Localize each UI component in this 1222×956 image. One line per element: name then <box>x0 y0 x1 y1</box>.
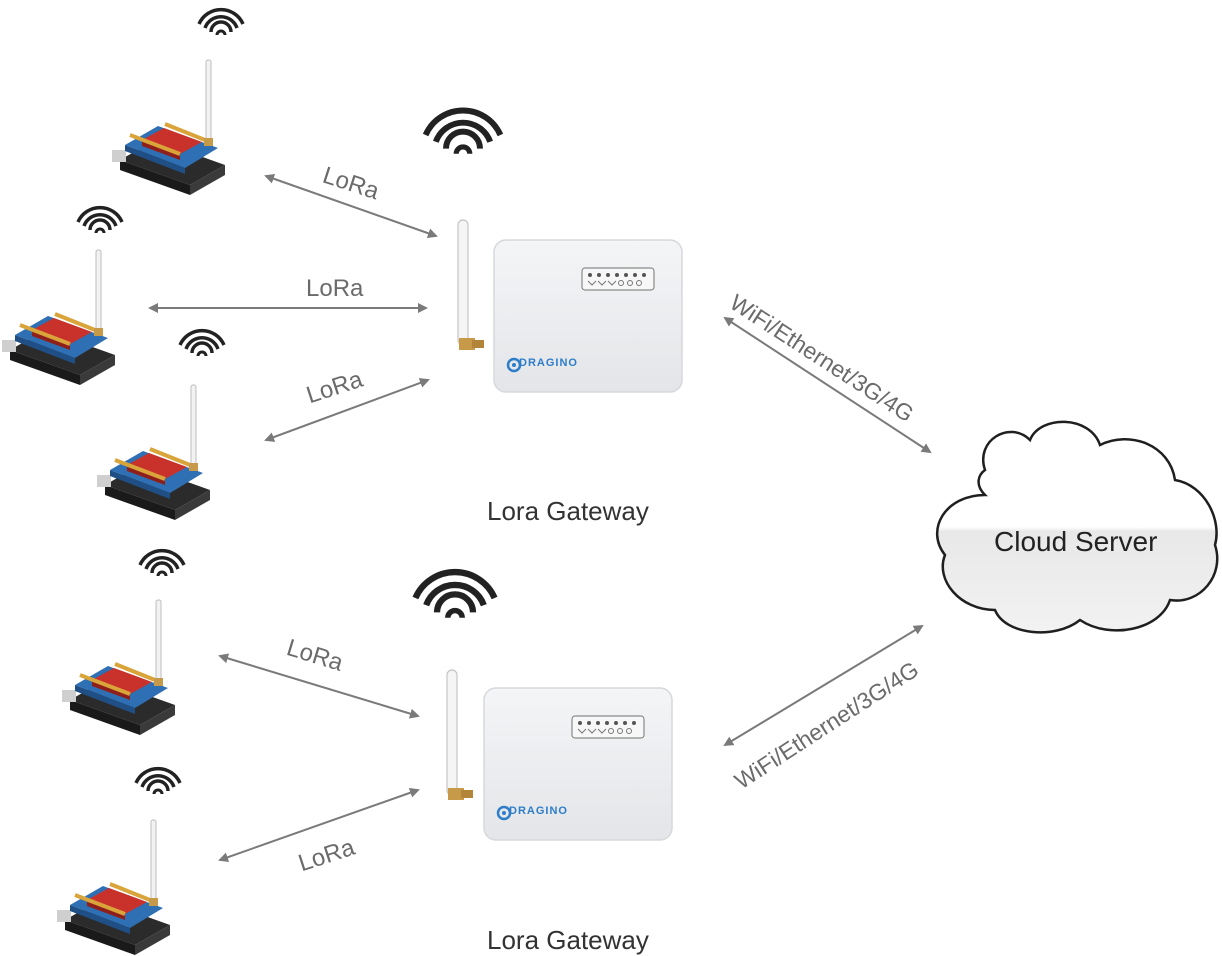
wifi-icon <box>197 7 245 37</box>
lora-link-3 <box>264 378 430 442</box>
wifi-icon <box>134 766 182 796</box>
lora-link-1 <box>264 173 438 239</box>
backhaul-link-1 <box>723 316 932 454</box>
cloud-server <box>935 420 1219 634</box>
wifi-icon <box>138 548 186 578</box>
end-node-3 <box>95 328 226 522</box>
gateway-caption-top: Lora Gateway <box>487 496 649 526</box>
backhaul-link-2 <box>723 624 924 747</box>
lora-label-2: LoRa <box>306 275 364 302</box>
gateway-caption-bottom: Lora Gateway <box>487 925 649 955</box>
end-node-5 <box>55 766 182 956</box>
gateway-bottom <box>415 572 674 842</box>
wifi-icon <box>178 328 226 358</box>
lora-link-5 <box>218 787 420 863</box>
gateway-brand-top: DRAGINO <box>519 357 578 369</box>
cloud-server-label: Cloud Server <box>994 526 1158 557</box>
wifi-icon <box>415 572 494 618</box>
end-node-4 <box>60 548 186 737</box>
wifi-icon <box>76 205 124 235</box>
gateway-brand-bottom: DRAGINO <box>509 805 568 817</box>
end-node-2 <box>0 205 124 387</box>
gateway-top <box>426 111 684 394</box>
wifi-icon <box>426 111 501 154</box>
end-node-1 <box>110 7 245 197</box>
lora-link-4 <box>218 653 420 719</box>
links <box>148 173 932 863</box>
